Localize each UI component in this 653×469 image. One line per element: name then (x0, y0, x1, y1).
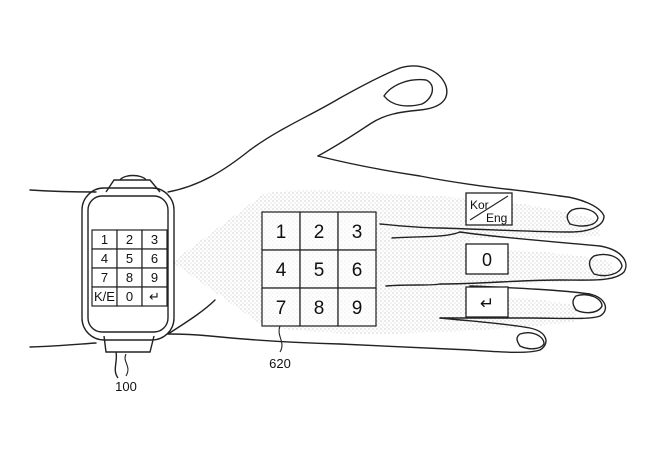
hand-key-6[interactable]: 6 (337, 249, 377, 289)
eng-label: Eng (486, 211, 507, 225)
hand-key-3[interactable]: 3 (337, 211, 377, 251)
watch-key-label: 5 (126, 251, 133, 266)
watch-key-6[interactable]: 6 (141, 248, 168, 269)
watch-key-11[interactable]: 0 (116, 286, 143, 307)
hand-key-label: 7 (276, 298, 287, 319)
smartwatch (81, 174, 175, 379)
ring-finger (439, 285, 607, 320)
hand-key-9[interactable]: 9 (337, 287, 377, 327)
watch-crown (119, 174, 147, 181)
hand-key-label: 4 (276, 260, 287, 281)
hand-bottom-edge (167, 333, 341, 345)
watch-key-9[interactable]: 9 (141, 267, 168, 288)
watch-body (81, 187, 175, 341)
enter-key[interactable]: ↵ (465, 286, 509, 318)
watch-key-label: 2 (126, 232, 133, 247)
reference-100: 100 (115, 353, 137, 394)
projection-beam (172, 195, 262, 325)
thumb (317, 65, 448, 157)
watch-key-5[interactable]: 5 (116, 248, 143, 269)
hand-key-1[interactable]: 1 (261, 211, 301, 251)
hand-key-8[interactable]: 8 (299, 287, 339, 327)
hand-key-label: 5 (314, 260, 325, 281)
watch-key-4[interactable]: 4 (91, 248, 118, 269)
watch-strap-top (105, 179, 161, 193)
watch-key-label: 0 (126, 289, 133, 304)
index-nail (566, 207, 599, 227)
arm-top-right (167, 67, 401, 193)
pinky-finger (339, 317, 547, 354)
pinky-nail (516, 332, 545, 350)
middle-nail (588, 253, 623, 277)
zero-key[interactable]: 0 (465, 243, 509, 275)
kor-label: Kor (470, 198, 489, 212)
middle-finger (439, 231, 627, 285)
forearm-top-left (29, 189, 97, 193)
hand-key-2[interactable]: 2 (299, 211, 339, 251)
watch-keypad: 1 2 3 4 5 6 7 8 9K/E 0 ↵ (91, 229, 168, 307)
hand-key-label: 1 (276, 222, 287, 243)
knuckle-line-1 (391, 231, 461, 239)
reference-100-label: 100 (115, 379, 137, 394)
watch-key-2[interactable]: 2 (116, 229, 143, 250)
watch-key-8[interactable]: 8 (116, 267, 143, 288)
enter-key-label: ↵ (480, 294, 494, 313)
watch-strap-bottom (103, 335, 155, 353)
watch-key-label: K/E (94, 289, 115, 304)
wrist-crease (167, 299, 216, 335)
forearm-bottom-left (29, 342, 97, 348)
watch-key-label: 1 (101, 232, 108, 247)
finger-keys: Kor Eng 0 ↵ (465, 192, 513, 318)
ring-nail (572, 294, 603, 314)
watch-key-3[interactable]: 3 (141, 229, 168, 250)
watch-key-label: 7 (101, 270, 108, 285)
watch-key-label: ↵ (149, 289, 160, 304)
hand-key-label: 3 (352, 222, 363, 243)
watch-key-label: 9 (151, 270, 158, 285)
watch-key-1[interactable]: 1 (91, 229, 118, 250)
watch-key-label: 3 (151, 232, 158, 247)
hand-key-label: 9 (352, 298, 363, 319)
thumb-nail (383, 78, 433, 107)
watch-bezel (87, 195, 169, 333)
watch-key-12[interactable]: ↵ (141, 286, 168, 307)
kor-eng-key[interactable]: Kor Eng (465, 192, 513, 226)
hand-top-edge (317, 155, 561, 197)
hand-key-label: 2 (314, 222, 325, 243)
hand-key-7[interactable]: 7 (261, 287, 301, 327)
hand-key-label: 6 (352, 260, 363, 281)
watch-key-label: 4 (101, 251, 108, 266)
watch-key-label: 8 (126, 270, 133, 285)
watch-key-10[interactable]: K/E (91, 286, 118, 307)
watch-key-label: 6 (151, 251, 158, 266)
reference-620-label: 620 (269, 356, 291, 371)
reference-620: 620 (269, 325, 291, 371)
hand-key-label: 8 (314, 298, 325, 319)
hand-key-5[interactable]: 5 (299, 249, 339, 289)
hand-key-4[interactable]: 4 (261, 249, 301, 289)
zero-key-label: 0 (482, 250, 492, 270)
watch-band-lines (114, 351, 119, 379)
watch-key-7[interactable]: 7 (91, 267, 118, 288)
index-finger (379, 195, 605, 233)
knuckle-line-2 (385, 283, 441, 287)
hand-keypad: 1 2 3 4 5 6 7 8 9 (261, 211, 377, 327)
hand-outline (29, 65, 627, 354)
